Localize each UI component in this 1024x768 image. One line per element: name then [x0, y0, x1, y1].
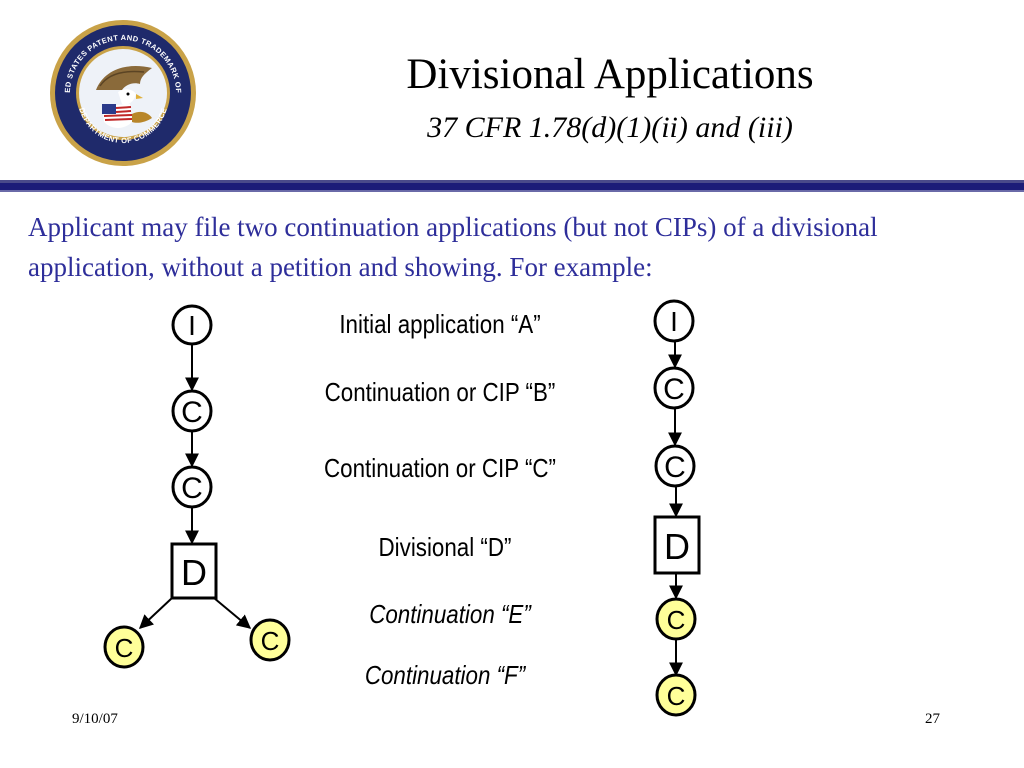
right-node-divisional-label: D: [664, 526, 690, 567]
right-node-divisional: D: [653, 515, 701, 575]
left-node-cont-2: C: [171, 465, 213, 509]
left-node-child-right: C: [249, 618, 291, 662]
right-node-child-2-label: C: [667, 681, 686, 711]
left-node-cont-1: C: [171, 389, 213, 433]
left-connector-d-cleft: [138, 597, 173, 629]
left-node-cont-1-label: C: [181, 396, 203, 429]
label-initial-application-a: Initial application “A”: [339, 309, 541, 339]
left-node-child-right-label: C: [261, 626, 280, 656]
uspto-seal: UNITED STATES PATENT AND TRADEMARK OFFIC…: [48, 18, 196, 166]
right-node-child-1: C: [655, 597, 697, 641]
left-node-divisional: D: [170, 542, 218, 600]
header-divider-bottom: [0, 190, 1024, 192]
slide-title: Divisional Applications: [406, 51, 814, 98]
label-continuation-e: Continuation “E”: [369, 599, 531, 629]
left-node-initial-label: I: [188, 310, 196, 341]
flag-shield-icon: [102, 104, 152, 128]
left-node-initial: I: [171, 304, 213, 346]
label-divisional-d: Divisional “D”: [378, 532, 512, 562]
right-node-cont-1-label: C: [663, 373, 685, 406]
right-node-child-2: C: [655, 673, 697, 717]
left-node-child-left-label: C: [115, 633, 134, 663]
left-node-cont-2-label: C: [181, 472, 203, 505]
footer-page-number: 27: [925, 711, 940, 727]
right-node-initial: I: [653, 299, 695, 343]
header-divider-top: [0, 180, 1024, 183]
right-node-child-1-label: C: [667, 605, 686, 635]
footer-date: 9/10/07: [72, 711, 118, 727]
eagle-icon: [96, 66, 152, 105]
left-connector-d-cright: [213, 597, 252, 629]
left-node-divisional-label: D: [181, 552, 207, 593]
slide-subtitle: 37 CFR 1.78(d)(1)(ii) and (iii): [427, 111, 793, 144]
right-node-cont-2: C: [654, 444, 696, 488]
intro-paragraph: Applicant may file two continuation appl…: [28, 212, 878, 282]
right-node-cont-2-label: C: [664, 451, 686, 484]
right-node-initial-label: I: [670, 306, 678, 337]
header-divider: [0, 183, 1024, 190]
label-continuation-c: Continuation or CIP “C”: [324, 453, 556, 483]
left-node-child-left: C: [103, 625, 145, 669]
label-continuation-f: Continuation “F”: [364, 660, 526, 690]
right-node-cont-1: C: [653, 366, 695, 410]
label-continuation-b: Continuation or CIP “B”: [324, 377, 556, 407]
